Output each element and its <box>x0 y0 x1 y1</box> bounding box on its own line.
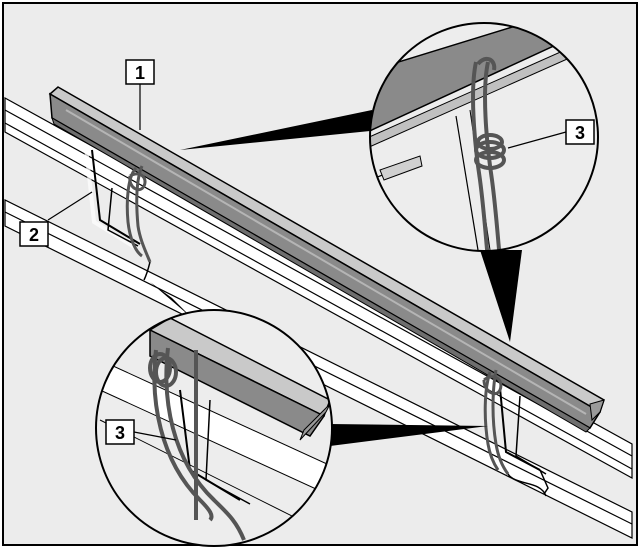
callout-3-top-text: 3 <box>575 123 585 143</box>
callout-1-text: 1 <box>135 63 145 83</box>
left-wire-clip <box>125 165 152 281</box>
shelf-guide-lines <box>4 96 633 539</box>
left-bracket <box>84 146 141 250</box>
leader-lines <box>47 84 567 441</box>
rail-part-1 <box>48 86 605 433</box>
leader-line-3-bottom <box>133 431 177 441</box>
bottom-callout-wedge-upper <box>150 282 192 318</box>
callout-wedges <box>150 110 522 446</box>
callout-label-2: 2 <box>19 221 49 247</box>
callout-2-text: 2 <box>29 225 39 245</box>
leader-line-2 <box>47 191 93 221</box>
bottom-detail-circle <box>95 309 333 547</box>
callout-label-1: 1 <box>125 59 155 85</box>
right-wire-clip <box>482 369 547 497</box>
callout-3-bottom-text: 3 <box>115 423 125 443</box>
callout-label-3-bottom: 3 <box>105 419 135 445</box>
bottom-callout-wedge-right <box>330 424 488 446</box>
top-callout-wedge-lower <box>480 250 522 342</box>
top-detail-circle <box>369 22 599 252</box>
top-callout-wedge <box>180 110 380 150</box>
callout-label-3-top: 3 <box>565 119 595 145</box>
right-bracket <box>499 387 549 495</box>
leader-line-3-top <box>507 131 567 149</box>
